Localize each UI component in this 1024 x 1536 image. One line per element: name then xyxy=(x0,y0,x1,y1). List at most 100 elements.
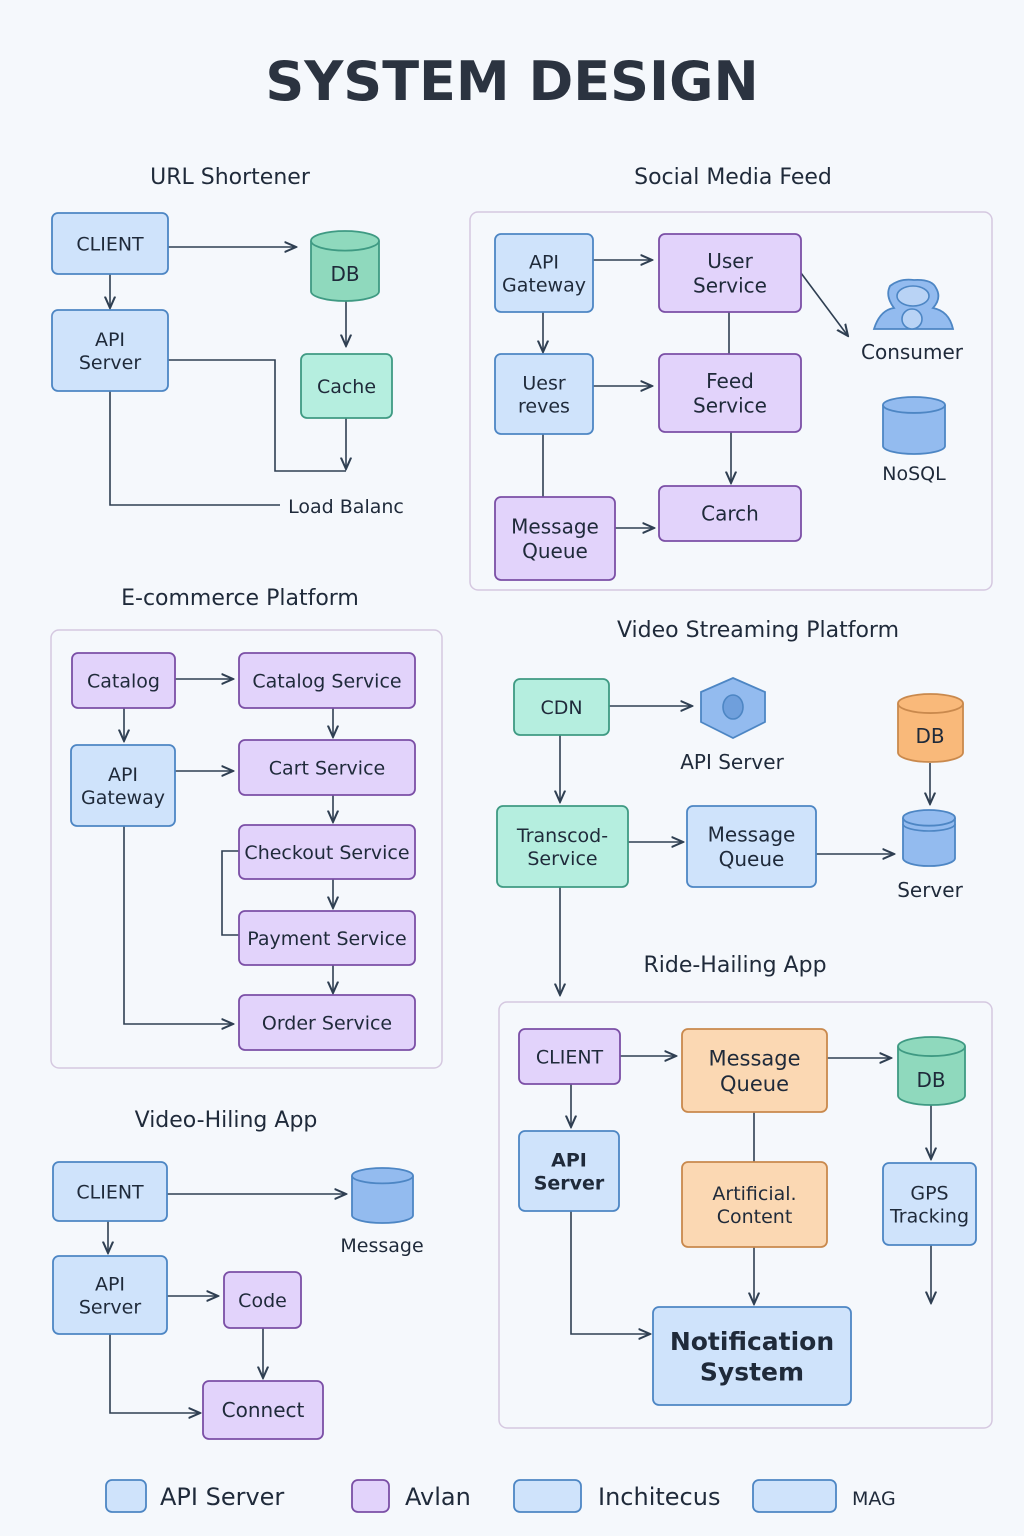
rh-mq-label: Queue xyxy=(720,1072,789,1096)
vs-server-label: Server xyxy=(897,878,963,902)
vh-connect-label: Connect xyxy=(222,1398,305,1422)
ride-hailing-panel xyxy=(498,1001,993,1429)
url-api-label: API xyxy=(95,329,125,351)
social-media-panel xyxy=(469,211,993,591)
db-cylinder-icon: DB xyxy=(897,693,964,763)
url-cache-label: Cache xyxy=(317,376,376,398)
section-title-video-streaming: Video Streaming Platform xyxy=(617,618,899,643)
nosql-cylinder-icon xyxy=(882,396,946,455)
sm-carch-node[interactable]: Carch xyxy=(658,485,802,542)
legend-swatch xyxy=(105,1479,147,1513)
ec-catalog-svc-node[interactable]: Catalog Service xyxy=(238,652,416,709)
api-server-hexagon-icon xyxy=(700,677,766,740)
consumer-icon xyxy=(872,278,955,330)
page-title: SYSTEM DESIGN xyxy=(265,50,758,113)
connectors xyxy=(108,247,931,1413)
url-client-label: CLIENT xyxy=(76,233,144,255)
vs-transcode-node[interactable]: Transcod-Service xyxy=(496,805,629,888)
vh-api-label: Server xyxy=(79,1296,141,1318)
url-api-label: Server xyxy=(79,352,141,374)
db-cylinder-icon: DB xyxy=(897,1036,966,1106)
ec-catalog-node[interactable]: Catalog xyxy=(71,652,176,709)
legend-label: MAG xyxy=(852,1488,896,1510)
vh-code-label: Code xyxy=(238,1290,287,1312)
vs-transcode-label: Service xyxy=(527,848,597,870)
legend-label: Inchitecus xyxy=(598,1483,720,1511)
sm-uesr-label: reves xyxy=(518,395,570,417)
sm-mq-label: Queue xyxy=(522,539,588,563)
ec-order-node[interactable]: Order Service xyxy=(238,994,416,1051)
rh-client-label: CLIENT xyxy=(536,1046,604,1068)
sm-feed-label: Feed xyxy=(706,369,754,393)
legend-swatch xyxy=(513,1479,582,1513)
rh-api-label: Server xyxy=(534,1172,605,1194)
legend-label: Avlan xyxy=(405,1483,471,1511)
vh-connect-node[interactable]: Connect xyxy=(202,1380,324,1440)
server-cylinder-icon xyxy=(902,809,956,867)
url-db-label: DB xyxy=(330,262,359,286)
ec-gateway-label: Gateway xyxy=(81,787,165,809)
vh-client-node[interactable]: CLIENT xyxy=(52,1161,168,1222)
rh-gps-label: Tracking xyxy=(889,1205,969,1227)
sm-gateway-label: API xyxy=(529,251,559,273)
vs-api-label: API Server xyxy=(680,750,784,774)
legend: API Server Avlan Inchitecus MAG xyxy=(105,1479,896,1513)
ec-payment-node[interactable]: Payment Service xyxy=(238,910,416,966)
rh-ai-node[interactable]: Artificial.Content xyxy=(681,1161,828,1248)
vh-api-label: API xyxy=(95,1273,125,1295)
vh-message-caption: Message xyxy=(340,1235,423,1257)
sm-nosql-label: NoSQL xyxy=(882,463,946,485)
ec-cart-label: Cart Service xyxy=(269,757,385,779)
legend-item: Inchitecus xyxy=(513,1479,720,1513)
rh-api-label: API xyxy=(551,1149,587,1171)
section-title-video-hiling: Video-Hiling App xyxy=(135,1108,318,1133)
url-cache-node[interactable]: Cache xyxy=(300,353,393,419)
sm-user-label: User xyxy=(707,249,753,273)
url-client-node[interactable]: CLIENT xyxy=(51,212,169,275)
vh-message-label: Message xyxy=(340,1235,423,1257)
ec-cart-node[interactable]: Cart Service xyxy=(238,739,416,796)
url-lb-caption: Load Balanc xyxy=(288,496,404,518)
db-cylinder-icon: DB xyxy=(310,230,380,302)
section-title-ride-hailing: Ride-Hailing App xyxy=(643,953,826,978)
ec-gateway-label: API xyxy=(108,764,138,786)
message-cylinder-icon xyxy=(351,1167,414,1224)
rh-mq-label: Message xyxy=(708,1046,800,1070)
vs-cdn-node[interactable]: CDN xyxy=(513,678,610,736)
ec-checkout-node[interactable]: Checkout Service xyxy=(238,824,416,880)
sm-feed-label: Service xyxy=(693,393,767,417)
sm-uesr-label: Uesr xyxy=(522,372,565,394)
ecommerce-panel xyxy=(50,629,443,1069)
ec-catalog-label: Catalog xyxy=(87,670,160,692)
sm-consumer-label: Consumer xyxy=(861,340,964,364)
legend-swatch xyxy=(351,1479,390,1513)
rh-notify-label: System xyxy=(700,1357,804,1386)
sm-mq-label: Message xyxy=(511,515,599,539)
rh-notify-label: Notification xyxy=(670,1327,834,1356)
rh-gps-label: GPS xyxy=(910,1182,948,1204)
ec-checkout-label: Checkout Service xyxy=(244,842,409,864)
vs-transcode-label: Transcod- xyxy=(516,825,608,847)
vs-mq-label: Message xyxy=(708,823,796,847)
ec-catalog-svc-label: Catalog Service xyxy=(252,670,401,692)
rh-db-label: DB xyxy=(916,1068,945,1092)
rh-client-node[interactable]: CLIENT xyxy=(518,1028,621,1085)
vs-db-label: DB xyxy=(915,724,944,748)
legend-item: API Server xyxy=(105,1479,284,1513)
vh-code-node[interactable]: Code xyxy=(223,1271,302,1329)
ec-payment-label: Payment Service xyxy=(247,928,406,950)
